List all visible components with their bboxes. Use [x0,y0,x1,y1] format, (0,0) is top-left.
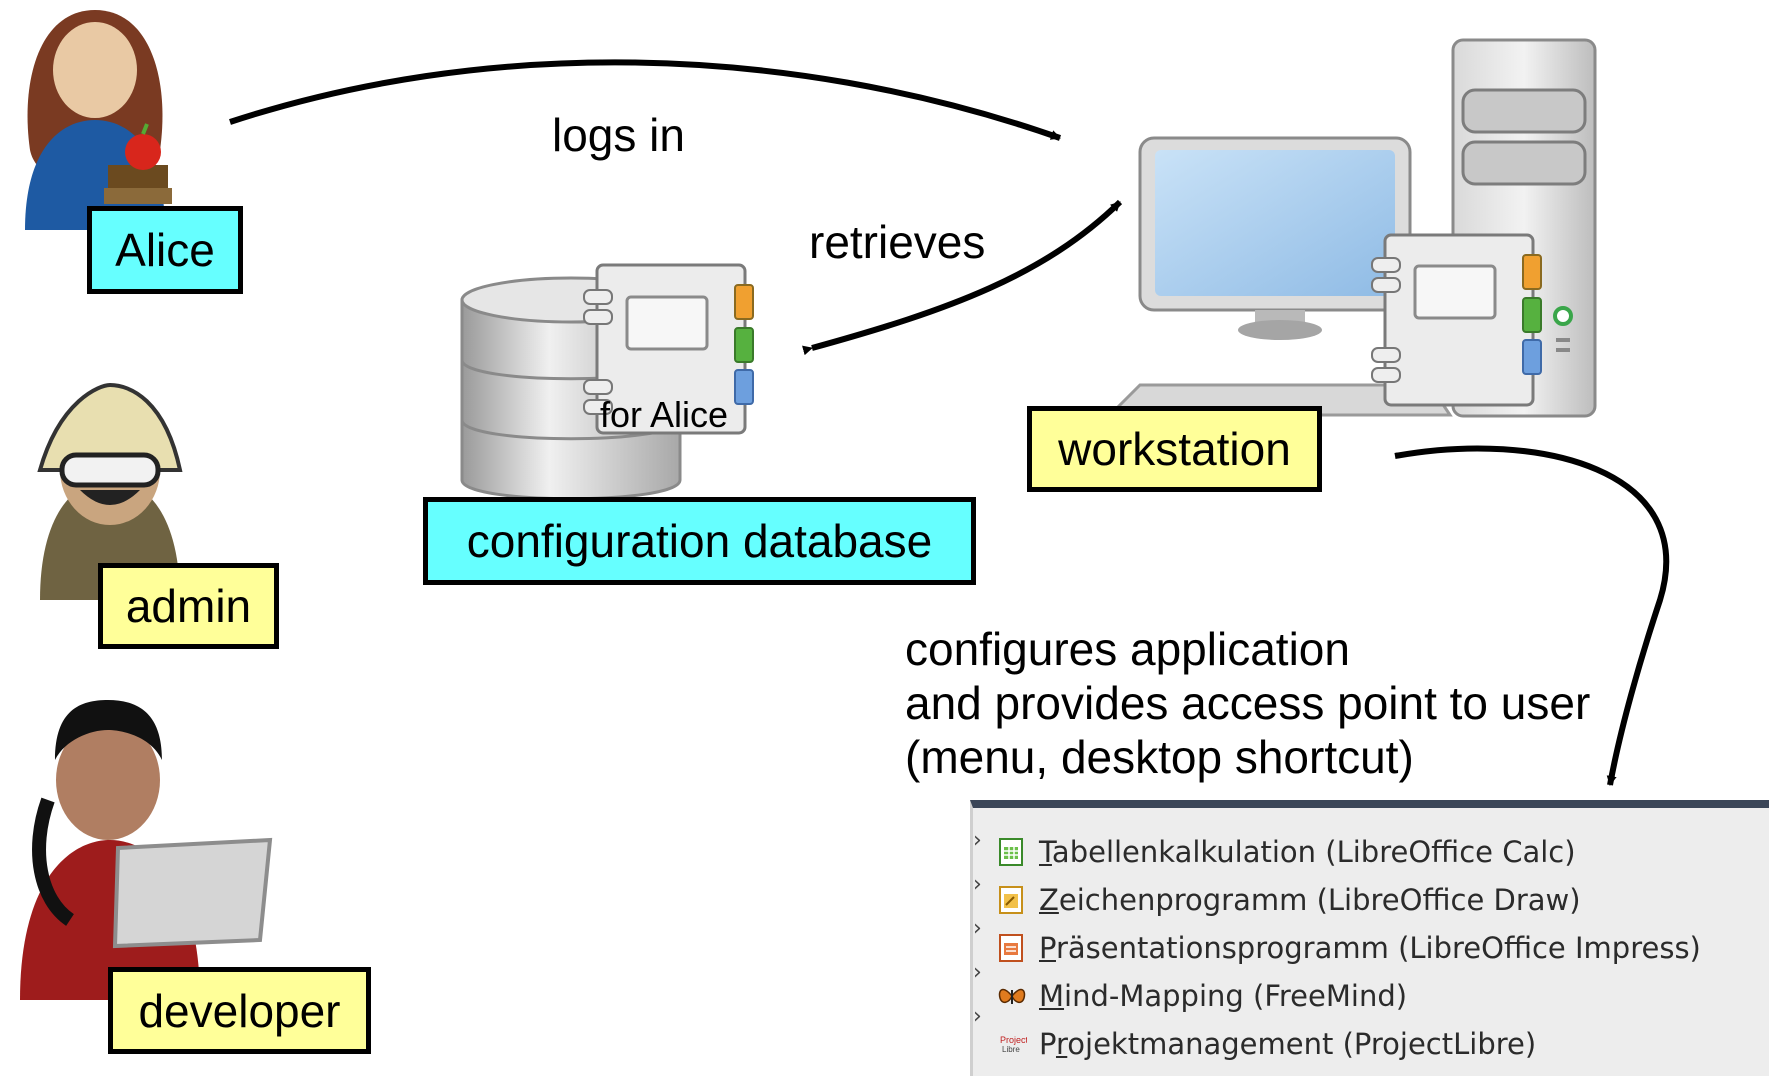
admin-label: admin [98,563,279,649]
developer-avatar-icon [20,700,273,1000]
database-label: configuration database [423,497,976,585]
retrieves-arrow [801,199,1123,356]
svg-text:Project: Project [1000,1035,1027,1045]
menu-item-freemind[interactable]: Mind-Mapping (FreeMind) [997,974,1407,1018]
drawing-icon [997,885,1027,915]
application-menu: › › › › › Tabellenkalkulation (LibreOffi… [970,800,1769,1076]
chevron-right-icon: › [973,916,982,941]
workstation-computer-icon [1106,38,1597,418]
retrieves-edge-label: retrieves [809,216,986,268]
butterfly-icon [997,981,1027,1011]
config-card-label: for Alice [600,394,729,435]
configures-edge-label: configures application and provides acce… [905,622,1590,784]
chevron-right-icon: › [973,1004,982,1029]
alice-label: Alice [87,206,243,294]
chevron-right-icon: › [973,960,982,985]
logs-in-arrow [229,59,1061,141]
configures-line-1: configures application [905,623,1350,675]
spreadsheet-icon [997,837,1027,867]
configures-arrow [1394,445,1670,786]
workstation-label: workstation [1027,406,1322,492]
svg-text:Libre: Libre [1002,1045,1020,1054]
config-card-icon [583,263,754,435]
developer-label: developer [108,967,371,1054]
logs-in-edge-label: logs in [552,109,685,161]
menu-item-calc[interactable]: Tabellenkalkulation (LibreOffice Calc) [997,830,1576,874]
configures-line-2: and provides access point to user [905,677,1591,729]
menu-item-impress[interactable]: Präsentationsprogramm (LibreOffice Impre… [997,926,1701,970]
configures-line-3: (menu, desktop shortcut) [905,731,1414,783]
alice-avatar-icon [25,10,172,230]
chevron-right-icon: › [973,872,982,897]
menu-item-draw[interactable]: Zeichenprogramm (LibreOffice Draw) [997,878,1581,922]
presentation-icon [997,933,1027,963]
workstation-config-card-icon [1371,233,1542,407]
chevron-right-icon: › [973,828,982,853]
